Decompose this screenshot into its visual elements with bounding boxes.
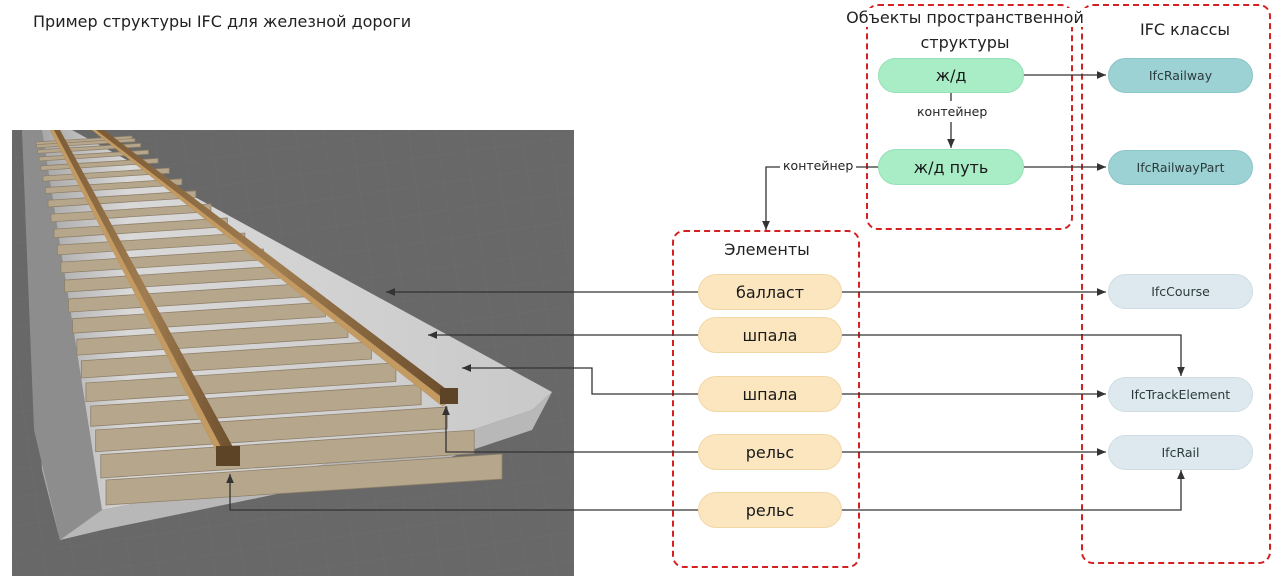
elements-group [672, 230, 860, 568]
page-title: Пример структуры IFC для железной дороги [33, 12, 412, 31]
rail2-to-ifcrail [842, 470, 1185, 511]
ifc-node-railway-part: IfcRailwayPart [1108, 150, 1253, 185]
ifc-node-rail: IfcRail [1108, 435, 1253, 470]
spatial-group-label-line2: структуры [920, 33, 1010, 52]
ifc-group-label: IFC классы [1139, 20, 1231, 39]
sleeper-shape [105, 453, 503, 506]
sleeper2-to-render [462, 364, 698, 395]
ifc-node-course: IfcCourse [1108, 274, 1253, 309]
sleeper1-to-ifctrackelement [842, 334, 1185, 376]
sleeper-shape [47, 190, 197, 208]
sleeper-shape [85, 362, 397, 403]
container-label-outer: контейнер [780, 158, 857, 173]
track-to-elements [762, 166, 878, 230]
railway-track-render [12, 130, 574, 576]
rail2-to-render [226, 474, 698, 511]
rail-left-top [50, 130, 230, 466]
node-railway-track: ж/д путь [878, 149, 1024, 185]
node-railway: ж/д [878, 58, 1024, 93]
sleeper-shape [45, 178, 183, 194]
sleepers [35, 135, 503, 506]
container-label-inner: контейнер [914, 104, 991, 119]
ifc-node-track-element: IfcTrackElement [1108, 377, 1253, 412]
node-rail-1: рельс [698, 434, 842, 470]
rail-left-end [216, 446, 240, 466]
node-rail-2: рельс [698, 492, 842, 528]
spatial-group-label: Объекты пространственной структуры [840, 8, 1090, 52]
sleeper-shape [76, 321, 349, 356]
node-sleeper-1: шпала [698, 317, 842, 353]
sleeper-shape [80, 341, 372, 379]
elements-group-label: Элементы [724, 240, 810, 259]
sleeper-shape [100, 429, 475, 479]
ballast-edge [60, 392, 552, 540]
rail-right-top [92, 130, 448, 406]
ifc-node-railway: IfcRailway [1108, 58, 1253, 93]
sleeper-shape [95, 406, 448, 453]
rail1-to-render [442, 406, 698, 453]
sleeper-shape [42, 167, 170, 182]
sleeper-shape [72, 301, 326, 334]
spatial-structure-group [866, 4, 1073, 230]
ifc-classes-group [1081, 4, 1271, 564]
rail-right-end [440, 388, 458, 404]
ballast-slope [22, 130, 102, 540]
spatial-group-label-line1: Объекты пространственной [840, 8, 1090, 27]
sleeper-shape [90, 384, 422, 427]
node-ballast: балласт [698, 274, 842, 310]
node-sleeper-2: шпала [698, 376, 842, 412]
